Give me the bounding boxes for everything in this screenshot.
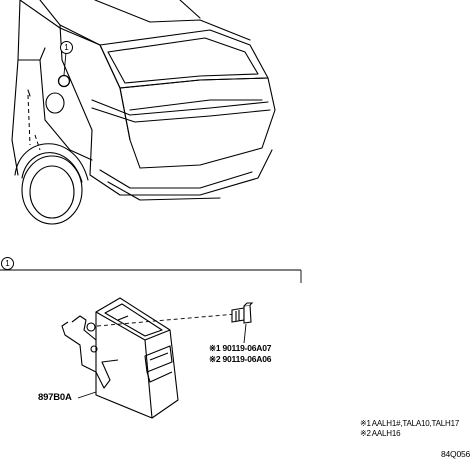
section-bracket (0, 269, 302, 283)
hidden-line-dashes (27, 94, 41, 151)
note-2-text: AALH16 (371, 429, 401, 438)
bolt-line-2-number: 90119-06A06 (222, 354, 272, 364)
part-location-circle (57, 74, 71, 88)
note-line-2: ※2AALH16 (360, 429, 401, 438)
bolt-line-1-number: 90119-06A07 (222, 343, 272, 353)
callout-marker: 1 (60, 41, 73, 54)
module-part-number: 897B0A (38, 392, 72, 403)
note-2-mark: ※2 (360, 429, 371, 438)
section-marker: 1 (1, 257, 14, 270)
bolt-leader (243, 323, 247, 344)
note-1-mark: ※1 (360, 419, 371, 428)
bolt-line-2-mark: ※2 (209, 354, 221, 364)
callout-leader (63, 51, 67, 76)
control-module-illustration (61, 297, 179, 419)
vehicle-rear-illustration (11, 0, 276, 225)
note-line-1: ※1AALH1#,TALA10,TALH17 (360, 419, 459, 428)
module-leader (77, 391, 97, 399)
note-1-text: AALH1#,TALA10,TALH17 (371, 419, 460, 428)
bolt-illustration (231, 302, 254, 324)
figure-id: 84Q056 (441, 449, 471, 459)
bolt-alignment-dashes (96, 313, 237, 327)
bolt-line-1-mark: ※1 (209, 343, 221, 353)
